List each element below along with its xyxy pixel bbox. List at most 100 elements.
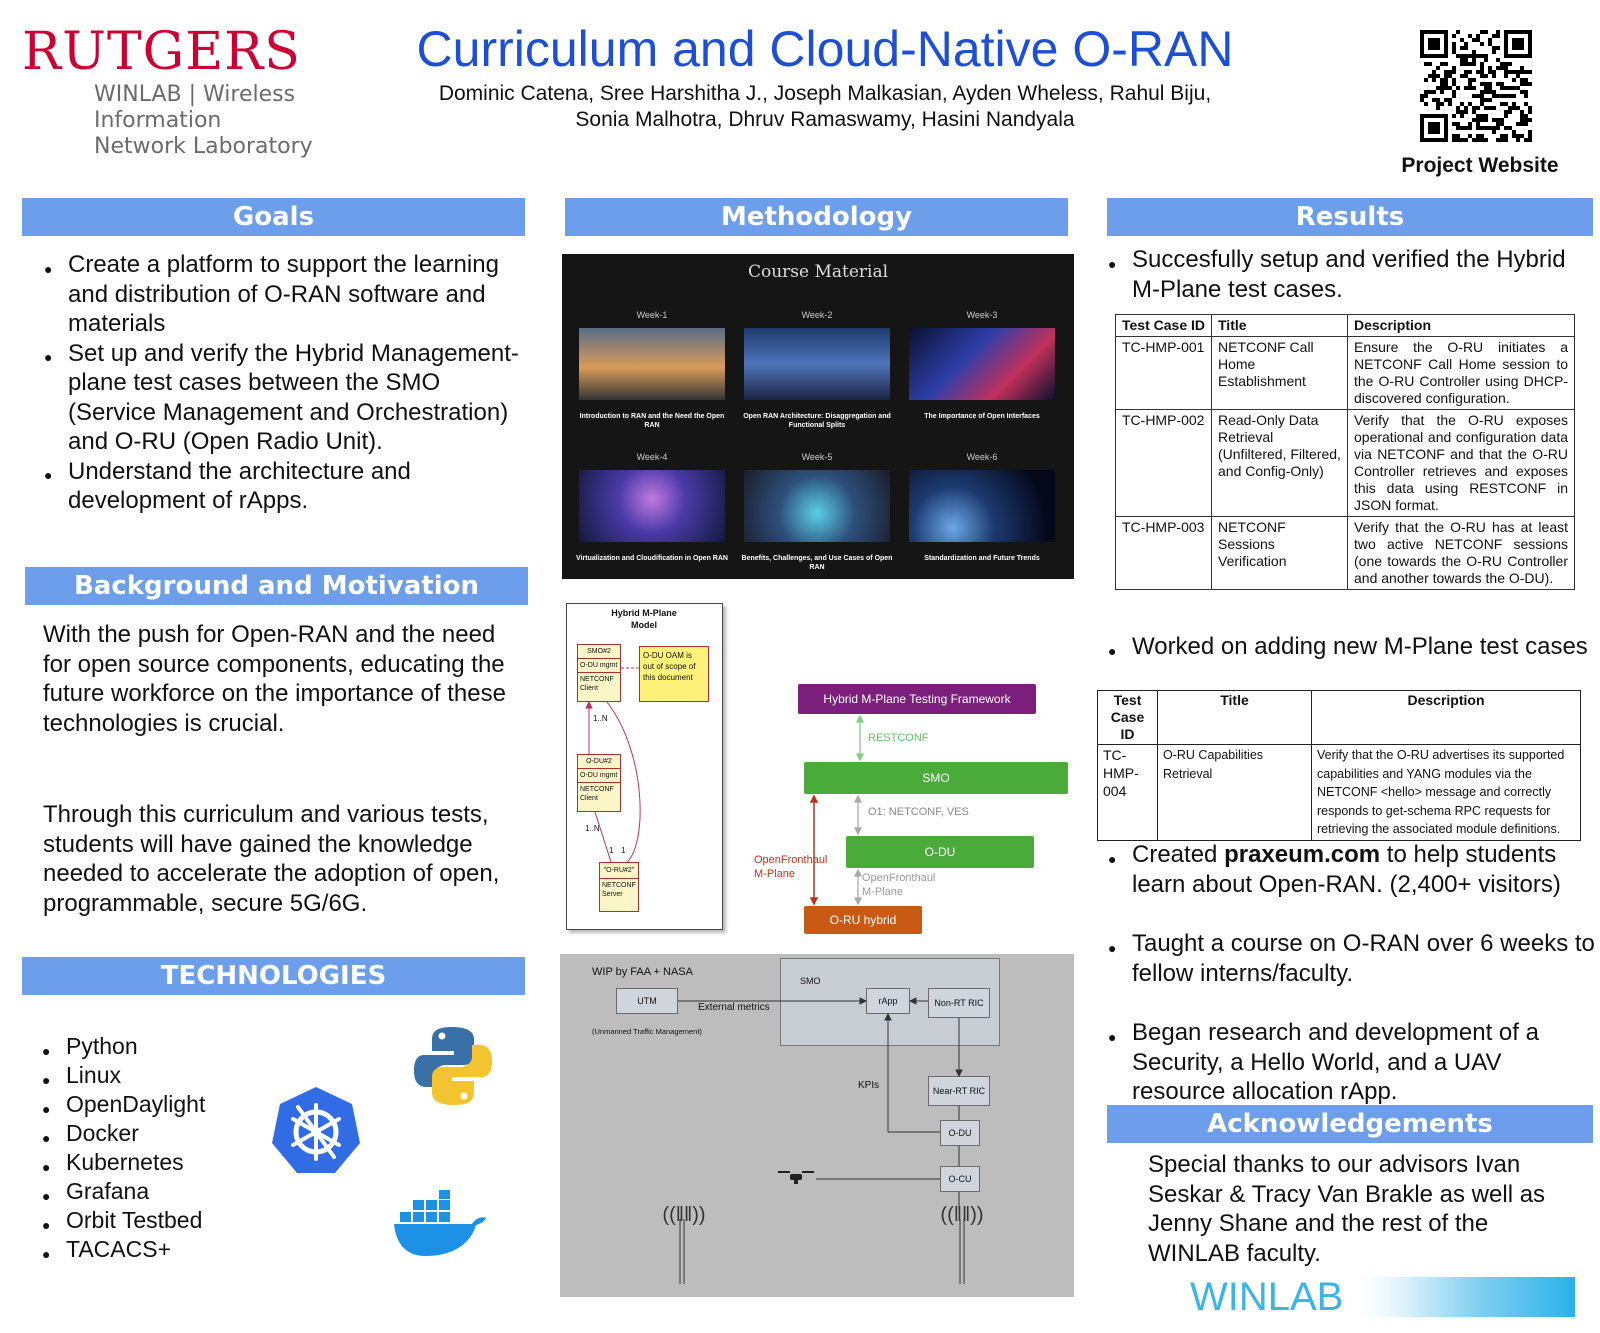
uml-odu-box: O-DU#2 O-DU mgmt NETCONF Client: [577, 754, 621, 812]
framework-smo-box: SMO: [804, 762, 1068, 794]
framework-restconf-label: RESTCONF: [868, 732, 929, 744]
goals-heading: Goals: [22, 198, 525, 236]
table-cell: TC-HMP-001: [1115, 336, 1212, 410]
week-2-image: [744, 328, 890, 400]
week-6-image: [909, 470, 1055, 542]
framework-ofh-mplane-1: OpenFronthaul: [754, 854, 828, 866]
week-1-image: [579, 328, 725, 400]
list-item: Docker: [20, 1119, 260, 1153]
framework-o1-label: O1: NETCONF, VES: [868, 806, 969, 818]
rutgers-wordmark: RUTGERS: [22, 22, 301, 82]
week-2-caption: Open RAN Architecture: Disaggregation an…: [743, 413, 891, 429]
week-5-label: Week-5: [801, 452, 833, 462]
uml-smo-row-1: O-DU mgmt: [578, 659, 620, 673]
framework-oru-box: O-RU hybrid: [804, 906, 922, 934]
table-row: TC-HMP-001 NETCONF Call Home Establishme…: [1115, 336, 1575, 410]
table-cell: NETCONF Sessions Verification: [1211, 516, 1348, 590]
list-item: Understand the architecture and developm…: [22, 457, 522, 516]
table-header: Title: [1211, 314, 1348, 337]
framework-ofh-hybrid-2: M-Plane: [862, 886, 903, 898]
arch-odu-box: O-DU: [940, 1120, 980, 1146]
course-material-panel: Course Material Week-1 Introduction to R…: [562, 254, 1074, 579]
background-heading: Background and Motivation: [25, 567, 528, 605]
week-1-label: Week-1: [636, 310, 668, 320]
list-item: Create a platform to support the learnin…: [22, 250, 522, 339]
week-3-caption: The Importance of Open Interfaces: [924, 413, 1040, 420]
week-4-image: [579, 470, 725, 542]
uml-multiplicity-3: 1: [609, 846, 614, 855]
acknowledgements-heading: Acknowledgements: [1107, 1105, 1593, 1143]
uml-multiplicity-4: 1: [621, 846, 626, 855]
week-3-label: Week-3: [966, 310, 998, 320]
table-header: Description: [1347, 314, 1575, 337]
uml-odu-row-2: NETCONF Client: [580, 786, 614, 802]
table-cell: Verify that the O-RU has at least two ac…: [1347, 516, 1575, 590]
table-row: TC-HMP-004 O-RU Capabilities Retrieval V…: [1097, 744, 1581, 841]
praxeum-prefix: Created: [1132, 841, 1225, 868]
list-item: Worked on adding new M-Plane test cases: [1086, 632, 1596, 666]
uml-smo-label: SMO#2: [578, 645, 620, 659]
arch-smo-label: SMO: [800, 976, 821, 986]
hybrid-mplane-model-diagram: Hybrid M-Plane Model SMO#2 O-DU mgmt NET…: [566, 603, 723, 930]
technologies-list: Python Linux OpenDaylight Docker Kuberne…: [20, 1032, 260, 1269]
uml-note: O-DU OAM is out of scope of this documen…: [639, 646, 709, 702]
arch-nonrt-box: Non-RT RIC: [928, 988, 990, 1018]
list-item: Linux: [20, 1061, 260, 1095]
authors-line-2: Sonia Malhotra, Dhruv Ramaswamy, Hasini …: [575, 108, 1075, 131]
rutgers-logo: RUTGERS WINLAB | Wireless Information Ne…: [22, 22, 402, 159]
results-list-3: Created praxeum.com to help students lea…: [1086, 840, 1596, 1107]
hybrid-testing-framework-diagram: Hybrid M-Plane Testing Framework RESTCON…: [750, 680, 1080, 935]
arch-nearrt-box: Near-RT RIC: [928, 1076, 990, 1106]
table-header: Title: [1157, 690, 1312, 745]
results-heading: Results: [1107, 198, 1593, 236]
table-header: Description: [1311, 690, 1581, 745]
poster-title: Curriculum and Cloud-Native O-RAN: [416, 21, 1234, 77]
week-6-caption: Standardization and Future Trends: [924, 555, 1040, 562]
arch-ocu-box: O-CU: [940, 1166, 980, 1192]
winlab-line-2: Network Laboratory: [94, 134, 313, 159]
list-item: Set up and verify the Hybrid Management-…: [22, 339, 522, 457]
uml-odu-row-1: O-DU mgmt: [578, 769, 620, 783]
uml-oru-box: "O-RU#2" NETCONF Server: [599, 862, 639, 912]
results-list-1: Succesfully setup and verified the Hybri…: [1086, 245, 1596, 304]
table-cell: Read-Only Data Retrieval (Unfiltered, Fi…: [1211, 409, 1348, 517]
week-4-caption: Virtualization and Cloudification in Ope…: [576, 555, 728, 562]
qr-code[interactable]: [1420, 30, 1532, 142]
uml-multiplicity-1: 1..N: [593, 714, 608, 723]
arch-utm-full: (Unmanned Traffic Management): [592, 1027, 702, 1036]
winlab-line-1: WINLAB | Wireless Information: [94, 82, 296, 133]
course-material-title: Course Material: [747, 262, 889, 282]
results-list-2: Worked on adding new M-Plane test cases: [1086, 632, 1596, 666]
arch-utm-box: UTM: [616, 988, 678, 1014]
table-row: TC-HMP-002 Read-Only Data Retrieval (Unf…: [1115, 409, 1575, 517]
list-item: Succesfully setup and verified the Hybri…: [1086, 245, 1596, 304]
arch-rapp-box: rApp: [866, 988, 910, 1014]
table-cell: NETCONF Call Home Establishment: [1211, 336, 1348, 410]
uml-multiplicity-2: 1..N: [585, 824, 600, 833]
methodology-heading: Methodology: [565, 198, 1068, 236]
week-6-label: Week-6: [966, 452, 998, 462]
uml-title-1: Hybrid M-Plane: [611, 608, 677, 618]
table-cell: O-RU Capabilities Retrieval: [1157, 744, 1312, 841]
test-cases-table: Test Case ID Title Description TC-HMP-00…: [1115, 314, 1575, 590]
praxeum-suffix: to help students learn about Open-RAN. (…: [1132, 841, 1561, 898]
framework-odu-box: O-DU: [846, 836, 1034, 868]
goals-list: Create a platform to support the learnin…: [22, 250, 522, 516]
list-item: Taught a course on O-RAN over 6 weeks to…: [1086, 929, 1596, 988]
week-5-image: [744, 470, 890, 542]
week-4-label: Week-4: [636, 452, 668, 462]
acknowledgements-text: Special thanks to our advisors Ivan Sesk…: [1148, 1151, 1546, 1267]
cell-tower-icon: ((‖‖)): [940, 1204, 984, 1226]
cell-tower-icon: ((‖‖)): [662, 1204, 706, 1226]
docker-logo-icon: [392, 1190, 488, 1258]
list-item: Kubernetes: [20, 1148, 260, 1182]
background-para-1: With the push for Open-RAN and the need …: [43, 621, 506, 737]
praxeum-link[interactable]: praxeum.com: [1224, 841, 1381, 868]
new-test-cases-table: Test Case ID Title Description TC-HMP-00…: [1097, 690, 1581, 841]
table-header-row: Test Case ID Title Description: [1115, 314, 1575, 337]
uml-oru-row-1: NETCONF Server: [602, 882, 636, 898]
list-item: TACACS+: [20, 1235, 260, 1269]
table-cell: TC-HMP-002: [1115, 409, 1212, 517]
week-3-image: [909, 328, 1055, 400]
authors-line-1: Dominic Catena, Sree Harshitha J., Josep…: [438, 82, 1212, 105]
